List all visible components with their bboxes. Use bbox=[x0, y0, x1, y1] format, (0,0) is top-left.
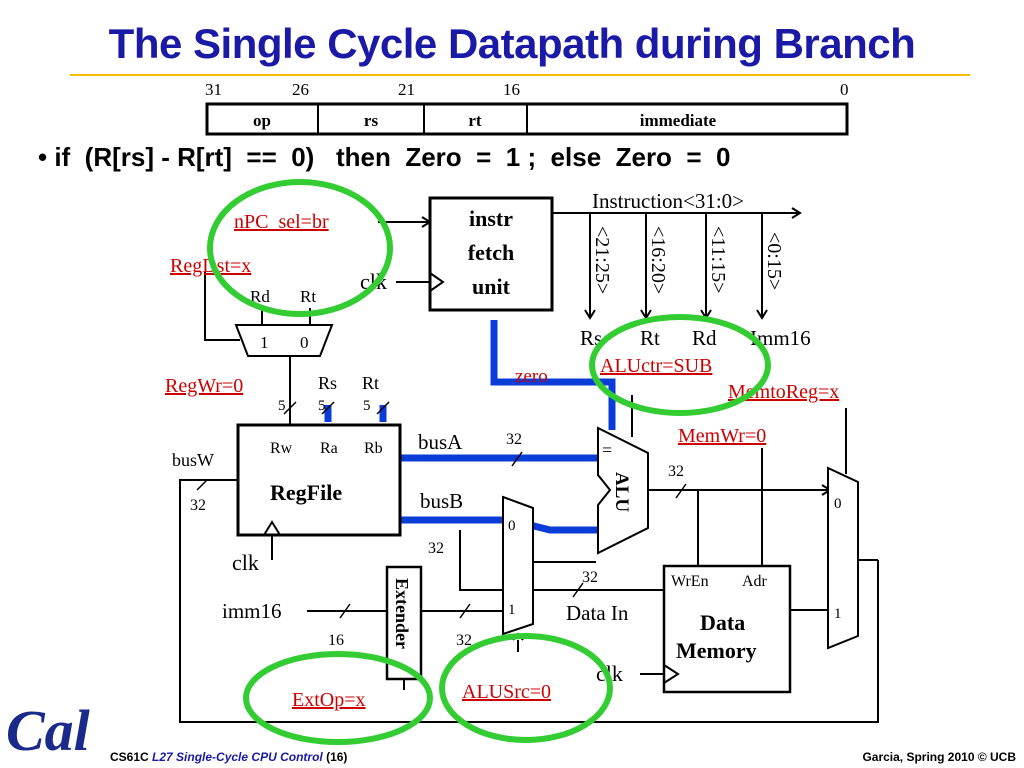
busb-path bbox=[400, 516, 598, 534]
busa-label: busA bbox=[418, 430, 463, 454]
width-5-b: 5 bbox=[318, 398, 326, 414]
footer-lecture: L27 Single-Cycle CPU Control bbox=[152, 750, 323, 764]
imm16-label: imm16 bbox=[222, 599, 282, 623]
slice-16-20: <16:20> bbox=[647, 226, 669, 294]
alusrc-in-1: 1 bbox=[508, 602, 516, 618]
aluctr-signal: ALUctr=SUB bbox=[600, 355, 712, 377]
data-in-label: Data In bbox=[566, 601, 629, 625]
alu-equals: = bbox=[602, 440, 612, 460]
extender-label: Extender bbox=[392, 578, 412, 649]
busb-label: busB bbox=[420, 489, 463, 513]
alu-out-width: 32 bbox=[668, 463, 684, 480]
extop-ring bbox=[243, 651, 433, 745]
slice-11-15: <11:15> bbox=[707, 226, 729, 293]
ifu-line-3: unit bbox=[472, 274, 511, 299]
alusrc-ring bbox=[439, 633, 613, 743]
zero-label: zero bbox=[515, 366, 548, 387]
highlight-rings bbox=[207, 179, 771, 745]
title-underline bbox=[70, 74, 970, 76]
field-rt: rt bbox=[468, 111, 482, 130]
regfile-label: RegFile bbox=[270, 480, 342, 505]
width-5-c: 5 bbox=[363, 398, 371, 414]
memwr-signal: MemWr=0 bbox=[678, 425, 766, 447]
instruction-bus-label: Instruction<31:0> bbox=[592, 189, 744, 213]
busw-width: 32 bbox=[190, 497, 206, 514]
regfile-clk-label: clk bbox=[232, 550, 259, 575]
instruction-format: 31 26 21 16 0 op rs rt immediate bbox=[205, 80, 849, 136]
ext-out-width: 32 bbox=[456, 632, 472, 649]
adr-port: Adr bbox=[742, 573, 768, 590]
busa-width: 32 bbox=[506, 431, 522, 448]
cal-logo-text: Cal bbox=[6, 698, 91, 763]
footer-page: (16) bbox=[326, 750, 348, 764]
footer-course-code: CS61C bbox=[110, 750, 149, 764]
field-name-rs: Rs bbox=[580, 326, 602, 350]
alusrc-in-0: 0 bbox=[508, 518, 516, 534]
ifu-line-2: fetch bbox=[468, 240, 514, 265]
regwr-signal: RegWr=0 bbox=[165, 375, 243, 397]
slice-0-15: <0:15> bbox=[763, 232, 785, 290]
busb-width: 32 bbox=[428, 540, 444, 557]
ifu-line-1: instr bbox=[469, 206, 513, 231]
memtoreg-mux: 0 1 bbox=[827, 408, 878, 650]
data-memory: WrEn Adr Data Memory Data In clk bbox=[566, 448, 828, 694]
extender: Extender imm16 16 32 bbox=[222, 565, 503, 690]
extop-signal: ExtOp=x bbox=[292, 689, 366, 711]
mux-in-1: 1 bbox=[260, 333, 269, 352]
footer-course: CS61C L27 Single-Cycle CPU Control (16) bbox=[110, 750, 347, 764]
instruction-fetch-unit: instr fetch unit clk bbox=[360, 196, 554, 312]
slice-21-25: <21:25> bbox=[591, 226, 613, 294]
alu: ALU = 32 bbox=[597, 395, 832, 565]
memtoreg-in-0: 0 bbox=[834, 496, 842, 512]
alu-label: ALU bbox=[611, 472, 632, 512]
width-5-a: 5 bbox=[278, 398, 286, 414]
imm16-width: 16 bbox=[328, 632, 344, 649]
bit-21: 21 bbox=[398, 80, 415, 99]
aluctr-ring bbox=[589, 314, 771, 416]
mux-in-0: 0 bbox=[300, 333, 309, 352]
register-file: Rs Rt 5 5 5 Rw Ra Rb RegFile clk busW 32 bbox=[172, 373, 879, 723]
ra-port: Ra bbox=[320, 440, 338, 457]
slide-title: The Single Cycle Datapath during Branch bbox=[108, 20, 916, 67]
instruction-bus bbox=[552, 207, 802, 320]
rs-label: Rs bbox=[318, 373, 337, 393]
npc-sel-signal: nPC_sel=br bbox=[234, 211, 329, 233]
bit-31: 31 bbox=[205, 80, 222, 99]
branch-condition-bullet: • if (R[rs] - R[rt] == 0) then Zero = 1 … bbox=[38, 142, 731, 172]
bit-0: 0 bbox=[840, 80, 849, 99]
data-in-width: 32 bbox=[582, 569, 598, 586]
bit-16: 16 bbox=[503, 80, 520, 99]
zero-path bbox=[490, 320, 616, 430]
data-memory-line-2: Memory bbox=[676, 638, 757, 663]
npc-sel-ring bbox=[207, 179, 393, 317]
bit-26: 26 bbox=[292, 80, 309, 99]
memtoreg-in-1: 1 bbox=[834, 606, 842, 622]
regdst-mux: Rd Rt 1 0 bbox=[204, 272, 334, 424]
field-rs: rs bbox=[364, 111, 379, 130]
mux-rd-label: Rd bbox=[250, 287, 270, 306]
field-name-rd: Rd bbox=[692, 326, 717, 350]
field-op: op bbox=[253, 111, 271, 130]
cal-logo: Cal bbox=[6, 698, 91, 763]
field-name-rt: Rt bbox=[640, 326, 660, 350]
footer-credit: Garcia, Spring 2010 © UCB bbox=[862, 750, 1016, 764]
field-immediate: immediate bbox=[640, 111, 717, 130]
wren-port: WrEn bbox=[671, 573, 709, 590]
data-memory-line-1: Data bbox=[700, 610, 745, 635]
rt-label: Rt bbox=[362, 373, 379, 393]
rw-port: Rw bbox=[270, 440, 293, 457]
busw-label: busW bbox=[172, 450, 214, 470]
rb-port: Rb bbox=[364, 440, 383, 457]
alusrc-signal: ALUSrc=0 bbox=[462, 681, 551, 703]
mux-rt-label: Rt bbox=[300, 287, 316, 306]
